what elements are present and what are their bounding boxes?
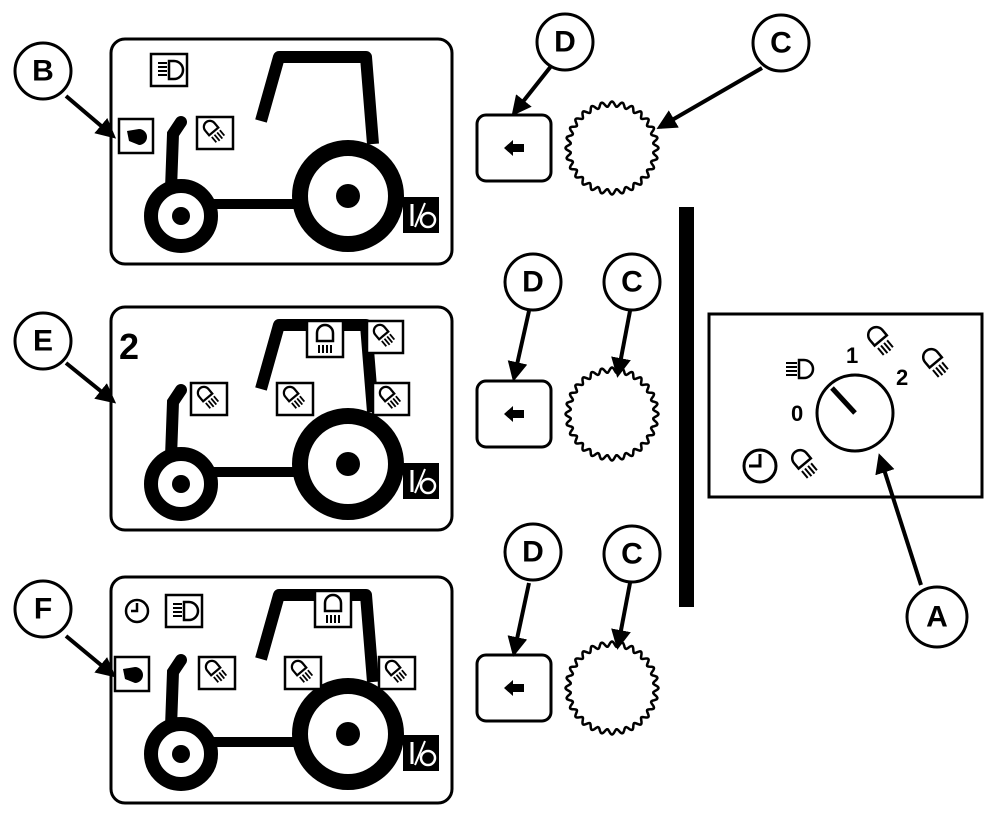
arrow-e (64, 361, 117, 404)
position-0-label: 0 (791, 401, 803, 426)
svg-text:A: A (926, 601, 948, 634)
callout-a: A (905, 585, 969, 649)
arrow-a (875, 453, 923, 586)
headlight-icon (149, 52, 189, 88)
front-worklight-icon (195, 115, 235, 151)
light-switch-panel: 0 1 2 (707, 312, 984, 499)
headlight-icon (164, 593, 204, 629)
arrow-c-top (656, 66, 764, 130)
indicator-lamp-top (564, 100, 660, 196)
beacon-icon (313, 589, 353, 629)
knob-pointer (830, 386, 857, 415)
svg-text:D: D (554, 26, 576, 59)
position-1-label: 1 (846, 343, 858, 368)
svg-text:D: D (522, 266, 544, 299)
fender-worklight-icon (275, 381, 315, 417)
arrow-d-top (511, 63, 554, 117)
callout-d-top: D (535, 12, 595, 72)
position-2-label: 2 (896, 365, 908, 390)
on-off-icon (401, 733, 441, 773)
on-off-icon (401, 461, 441, 501)
leader-lines (64, 63, 923, 678)
side-light-icon (113, 655, 151, 693)
fender-worklight-icon (283, 655, 323, 691)
callout-c-middle: C (602, 252, 662, 312)
worklight-1-symbol-icon (867, 325, 894, 356)
callout-c-bottom: C (602, 524, 662, 584)
arrow-b (64, 94, 117, 139)
panel-b (109, 37, 454, 266)
svg-text:C: C (621, 538, 643, 571)
svg-text:B: B (32, 55, 54, 88)
indicator-lamp-middle (564, 366, 660, 462)
worklight-2-symbol-icon (922, 347, 949, 378)
rear-worklight-icon (365, 319, 405, 355)
indicator-lamp-bottom (564, 640, 660, 736)
callout-f: F (13, 579, 73, 639)
callout-d-middle: D (503, 252, 563, 312)
push-button-middle[interactable] (475, 379, 553, 449)
beacon-icon (305, 319, 345, 359)
callout-b: B (13, 41, 73, 101)
timer-symbol-icon (742, 448, 778, 484)
svg-text:F: F (34, 593, 52, 626)
front-worklight-icon (189, 381, 229, 417)
on-off-icon (401, 195, 441, 235)
cab-worklight-icon (371, 381, 411, 417)
divider-bar (679, 207, 694, 607)
headlight-symbol-icon (786, 358, 815, 380)
push-button-bottom[interactable] (475, 653, 553, 723)
worklight-timer-symbol-icon (791, 448, 818, 479)
front-worklight-icon (197, 655, 237, 691)
arrow-d-middle (507, 310, 531, 382)
svg-text:E: E (33, 325, 53, 358)
callout-d-bottom: D (503, 522, 563, 582)
callout-c-top: C (751, 13, 811, 73)
arrow-c-middle (611, 310, 632, 378)
side-light-icon (117, 117, 155, 155)
svg-text:C: C (770, 27, 792, 60)
arrow-d-bottom (507, 582, 531, 657)
arrow-f (64, 634, 117, 678)
cab-worklight-icon (377, 655, 417, 691)
arrow-c-bottom (611, 582, 632, 650)
panel-e: 2 (109, 305, 454, 532)
panel-e-number: 2 (119, 326, 139, 367)
svg-text:D: D (522, 536, 544, 569)
callout-e: E (13, 311, 73, 371)
timer-icon (124, 598, 150, 624)
panel-f (109, 575, 454, 805)
push-button-top[interactable] (475, 113, 553, 183)
svg-text:C: C (621, 266, 643, 299)
